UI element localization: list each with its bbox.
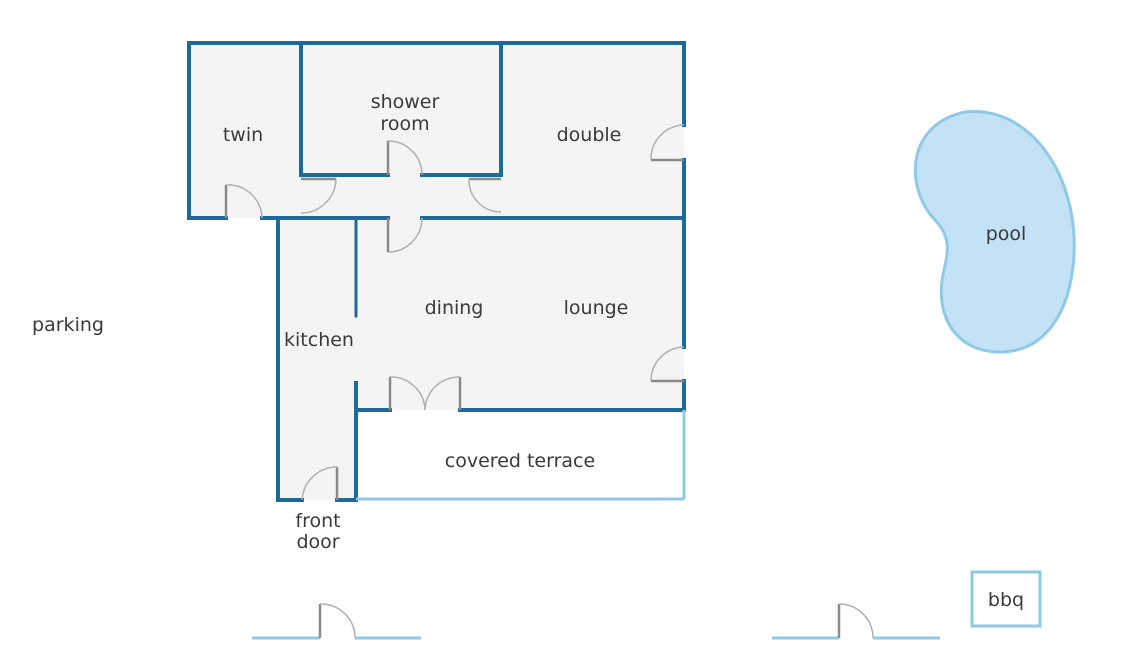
floor-fills	[189, 43, 684, 500]
floor-living	[278, 218, 684, 410]
door-lounge-right	[650, 346, 685, 383]
floor-double	[501, 43, 684, 218]
label-bbq: bbq	[988, 589, 1024, 611]
doors	[224, 124, 685, 501]
gate-left	[252, 603, 421, 640]
door-hall-west	[300, 177, 337, 214]
bbq-box	[970, 570, 1042, 628]
door-hall-east	[468, 177, 502, 213]
walls	[187, 41, 686, 502]
label-double: double	[557, 124, 622, 146]
door-shower	[386, 140, 423, 176]
labels: twin shower room double dining lounge ki…	[32, 91, 1026, 611]
label-front-line2: door	[296, 531, 339, 553]
door-twin	[224, 184, 263, 219]
label-covered-terrace: covered terrace	[445, 450, 595, 472]
label-twin: twin	[223, 124, 263, 146]
label-front-line1: front	[295, 510, 340, 532]
floor-entry	[278, 410, 356, 500]
door-double-right	[650, 124, 685, 162]
gate-right	[772, 603, 940, 640]
label-pool: pool	[986, 223, 1027, 245]
door-terrace-double	[388, 376, 462, 411]
floor-hall	[301, 175, 501, 218]
door-living-hall	[386, 217, 423, 253]
label-dining: dining	[425, 297, 484, 319]
label-shower-line1: shower	[371, 91, 440, 113]
label-lounge: lounge	[564, 297, 629, 319]
label-parking: parking	[32, 314, 104, 336]
door-front	[301, 466, 339, 501]
floor-shower-room	[301, 43, 501, 175]
label-shower-line2: room	[380, 113, 429, 135]
label-kitchen: kitchen	[284, 329, 354, 351]
terrace-outline	[356, 410, 686, 501]
pool-shape	[913, 110, 1076, 354]
